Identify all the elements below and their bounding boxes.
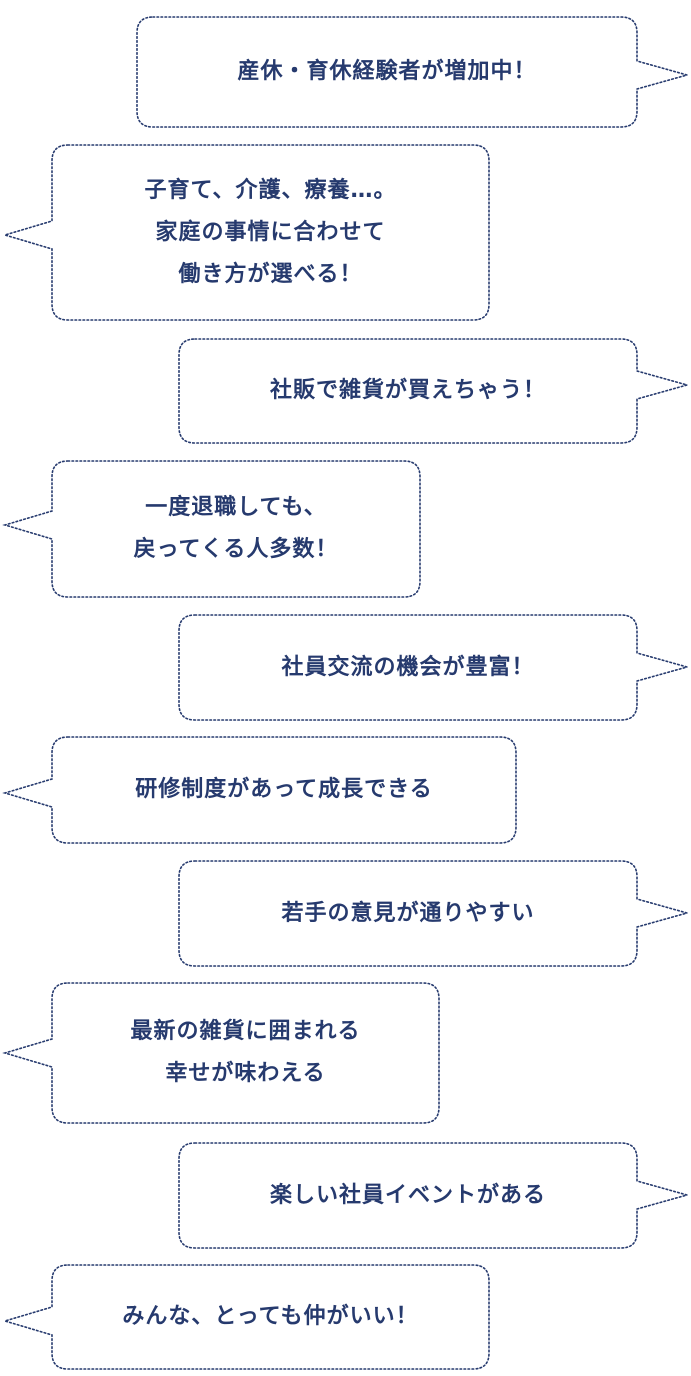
- bubble-text-line: 産休・育休経験者が増加中！: [237, 59, 537, 84]
- bubble-text-line: 最新の雑貨に囲まれる: [130, 1019, 361, 1044]
- bubble-border-tail-right: [178, 1142, 690, 1249]
- bubble-text: 最新の雑貨に囲まれる幸せが味わえる: [52, 983, 439, 1123]
- bubble-text: 子育て、介護、療養…。家庭の事情に合わせて働き方が選べる！: [52, 145, 489, 320]
- bubble-text: 研修制度があって成長できる: [52, 737, 516, 843]
- bubble-text: 社員交流の機会が豊富！: [179, 615, 637, 720]
- bubble-text-line: 子育て、介護、療養…。: [144, 177, 397, 203]
- bubble-text-line: 社販で雑貨が買えちゃう！: [269, 378, 546, 403]
- bubble-text-line: 研修制度があって成長できる: [135, 777, 433, 802]
- bubble-text-line: 若手の意見が通りやすい: [281, 900, 535, 926]
- bubble-text-line: 家庭の事情に合わせて: [155, 219, 386, 245]
- bubble-text-line: みんな、とっても仲がいい！: [122, 1304, 419, 1329]
- bubble-text: 若手の意見が通りやすい: [179, 861, 637, 966]
- bubble-text-line: 幸せが味わえる: [165, 1061, 326, 1086]
- bubble-border-tail-left: [2, 736, 517, 844]
- bubble-border-tail-right: [178, 614, 690, 721]
- bubble-border-tail-left: [2, 144, 490, 321]
- bubble-text-line: 社員交流の機会が豊富！: [281, 654, 535, 680]
- bubble-border-tail-right: [178, 338, 690, 444]
- bubble-border-tail-left: [2, 1264, 490, 1370]
- bubble-border-tail-left: [2, 982, 440, 1124]
- bubble-text: 産休・育休経験者が増加中！: [137, 17, 637, 127]
- bubble-text: 楽しい社員イベントがある: [179, 1143, 637, 1248]
- bubble-text: 一度退職しても、戻ってくる人多数！: [52, 461, 420, 597]
- bubble-text-line: 働き方が選べる！: [178, 261, 363, 287]
- bubble-border-tail-left: [2, 460, 421, 598]
- bubble-text-line: 楽しい社員イベントがある: [269, 1182, 546, 1208]
- bubble-border-tail-right: [136, 16, 690, 128]
- bubble-text-line: 戻ってくる人多数！: [133, 537, 339, 562]
- bubble-text: 社販で雑貨が買えちゃう！: [179, 339, 637, 443]
- bubble-border-tail-right: [178, 860, 690, 967]
- bubble-text-line: 一度退職しても、: [145, 495, 327, 520]
- bubble-text: みんな、とっても仲がいい！: [52, 1265, 489, 1369]
